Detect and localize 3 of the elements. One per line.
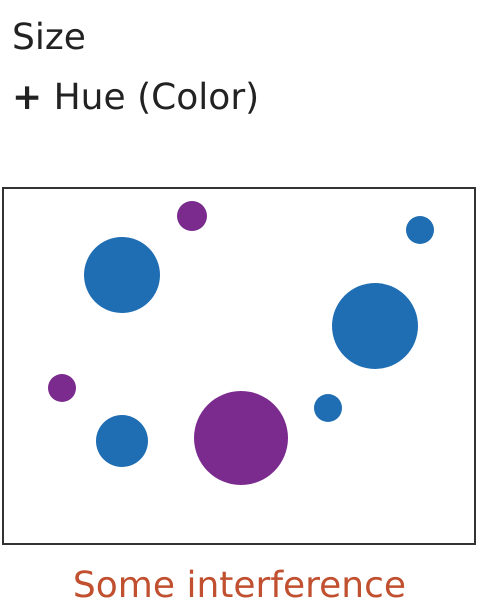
subheading: + Hue (Color) [12, 76, 260, 120]
caption: Some interference [72, 564, 408, 608]
heading: Size [12, 16, 86, 60]
